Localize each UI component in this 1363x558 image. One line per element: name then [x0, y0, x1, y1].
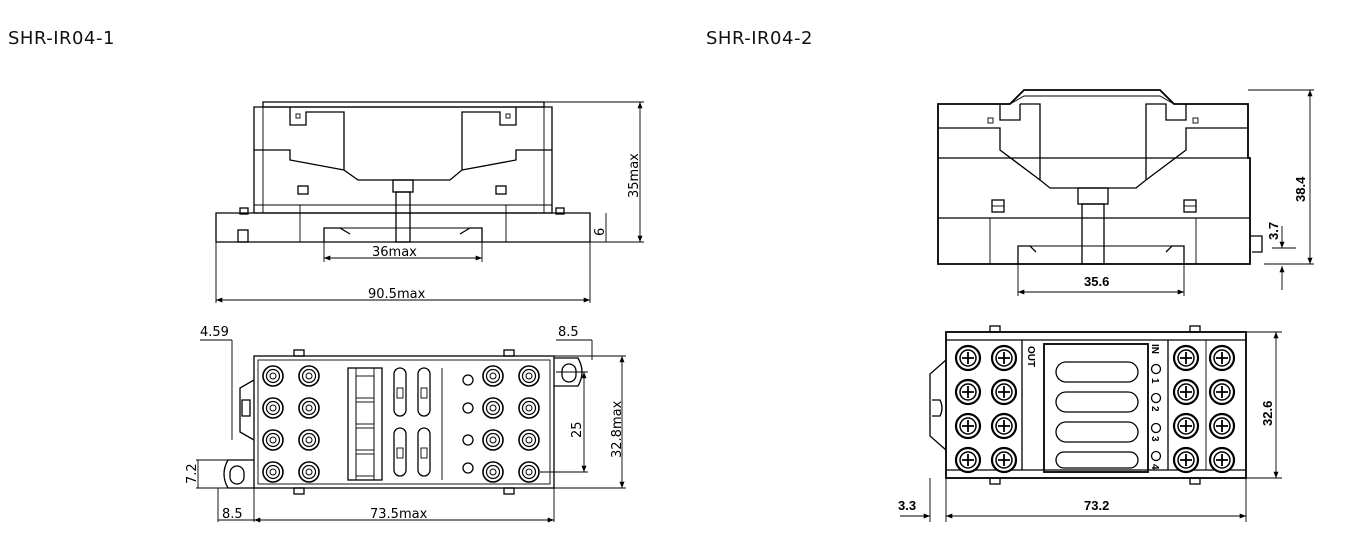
dim-height-left: 35max	[627, 153, 642, 198]
dim-overall-width-left: 90.5max	[368, 287, 426, 302]
label-n4: 4	[1149, 464, 1160, 470]
model-title-left: SHR-IR04-1	[8, 28, 115, 49]
dim-pitch: 25	[570, 421, 585, 438]
dim-body-width-right: 73.2	[1084, 498, 1109, 513]
dim-hole-height: 7.2	[185, 463, 200, 484]
label-n1: 1	[1149, 378, 1160, 384]
right-top-view: OUT IN 1 2 3 4 32.6 73.2 3.3	[898, 325, 1282, 522]
dim-bottom-offset: 8.5	[222, 507, 243, 522]
left-side-view: 36max 90.5max 35max 6	[215, 101, 644, 303]
dim-left-offset-right: 3.3	[898, 498, 916, 513]
label-in: IN	[1149, 344, 1160, 354]
dim-body-width-left: 73.5max	[370, 507, 428, 522]
left-top-view: 4.59 8.5 25 32.8max 7.2 8.5 73.5max	[185, 325, 626, 523]
label-n3: 3	[1149, 436, 1160, 442]
dim-inner-width-left: 36max	[372, 245, 417, 260]
dim-left-offset: 4.59	[200, 325, 229, 340]
dim-inner-width-right: 35.6	[1084, 274, 1109, 289]
model-title-right: SHR-IR04-2	[706, 28, 813, 49]
dim-height-right: 38.4	[1293, 176, 1308, 202]
dim-rail-right: 3.7	[1266, 222, 1281, 240]
label-n2: 2	[1149, 406, 1160, 412]
dim-depth-left: 32.8max	[610, 400, 625, 458]
dim-depth-right: 32.6	[1260, 401, 1275, 426]
dim-rail-left: 6	[593, 228, 608, 236]
right-side-view: 35.6 38.4 3.7	[937, 89, 1314, 296]
label-out: OUT	[1025, 346, 1036, 367]
dim-right-offset: 8.5	[558, 325, 579, 340]
